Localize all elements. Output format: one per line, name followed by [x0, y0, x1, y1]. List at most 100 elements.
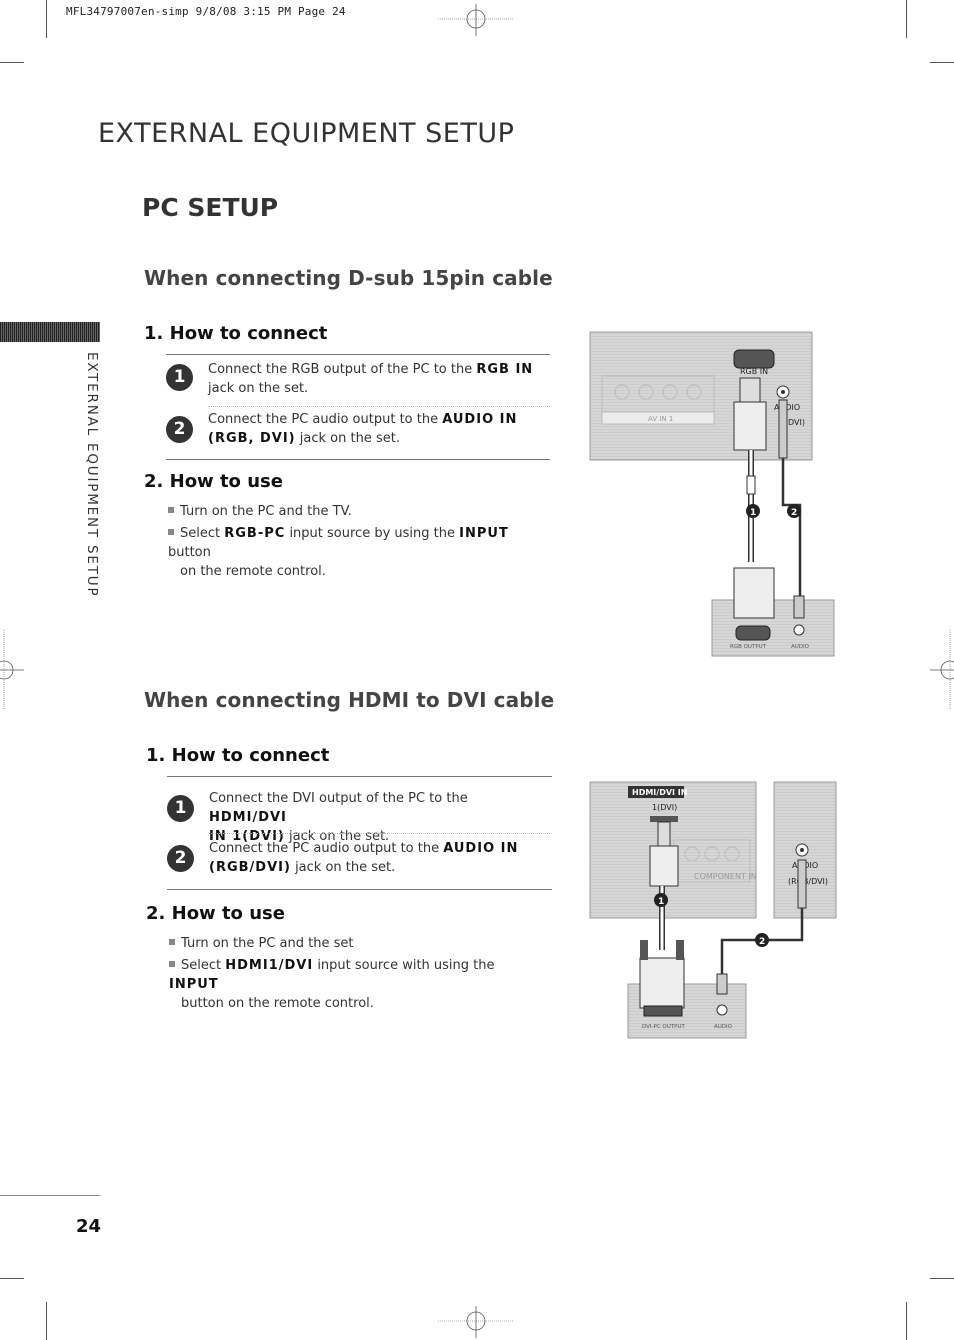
bullet-text: input source by using the: [285, 526, 460, 541]
hdmi-use-heading: 2. How to use: [146, 903, 285, 924]
step-text: jack on the set.: [208, 381, 309, 396]
hdmi-step-1: Connect the DVI output of the PC to the …: [209, 789, 549, 846]
divider: [166, 354, 550, 355]
divider: [167, 776, 552, 777]
rgb-in-port: [733, 349, 775, 369]
step-badge-2: 2: [166, 416, 193, 443]
dsub-plug-bottom: [733, 567, 775, 619]
crop-mark: [930, 62, 954, 63]
component-in-label: COMPONENT IN: [694, 872, 757, 881]
hdmi-dvi-in-tag: [628, 786, 684, 798]
step-text: jack on the set.: [299, 431, 400, 446]
registration-mark-right: [930, 630, 954, 710]
step-badge-1: 1: [166, 364, 193, 391]
bullet-text: on the remote control.: [180, 564, 326, 579]
bullet-bold: HDMI1/DVI: [225, 958, 314, 973]
badge-number: 1: [750, 508, 756, 518]
rgb-in-label: RGB IN: [740, 367, 768, 376]
page-number: 24: [76, 1216, 102, 1237]
hdmi-connect-heading: 1. How to connect: [146, 745, 330, 766]
step-text: jack on the set.: [295, 860, 396, 875]
step-text: jack on the set.: [289, 829, 390, 844]
divider: [166, 459, 550, 460]
dvi-pc-output-label: DVI-PC OUTPUT: [642, 1024, 685, 1030]
bullet-square: [169, 961, 175, 967]
crop-mark: [46, 1302, 47, 1340]
dsub-use-heading: 2. How to use: [144, 471, 283, 492]
rgb-dvi-label: (RGB/DVI): [788, 877, 828, 886]
dvi-label: DVI): [788, 418, 805, 427]
av-in-label: AV IN 1: [648, 415, 673, 423]
print-slug: MFL34797007en-simp 9/8/08 3:15 PM Page 2…: [66, 5, 346, 18]
step-text: Connect the PC audio output to the: [208, 412, 443, 427]
side-tab-label: EXTERNAL EQUIPMENT SETUP: [84, 352, 100, 598]
bullet-text: button: [168, 545, 211, 560]
bullet-bold: RGB-PC: [224, 526, 286, 541]
dsub-badge-1: [746, 504, 760, 518]
hdmi-use-item-2: Select HDMI1/DVI input source with using…: [169, 956, 539, 1013]
crop-mark: [906, 1302, 907, 1340]
step-text: Connect the RGB output of the PC to the: [208, 362, 477, 377]
step-bold: (RGB, DVI): [208, 431, 296, 446]
step-badge-2: 2: [167, 845, 194, 872]
badge-number: 2: [791, 508, 797, 518]
dsub-use-item-1: Turn on the PC and the TV.: [168, 502, 538, 521]
bullet-text: Select: [180, 526, 225, 541]
hdmi-plug: [649, 845, 679, 887]
step-badge-1: 1: [167, 795, 194, 822]
bullet-square: [168, 529, 174, 535]
hdmi-heading: When connecting HDMI to DVI cable: [144, 688, 555, 712]
badge-number: 2: [759, 937, 765, 947]
divider: [209, 833, 552, 834]
crop-mark: [906, 0, 907, 38]
side-tab: EXTERNAL EQUIPMENT SETUP: [84, 352, 100, 597]
step-bold: AUDIO IN: [443, 841, 519, 856]
bullet-text: Turn on the PC and the set: [181, 936, 354, 951]
rgb-output-label: RGB OUTPUT: [730, 644, 767, 650]
dsub-connect-heading: 1. How to connect: [144, 323, 328, 344]
step-bold: (RGB/DVI): [209, 860, 291, 875]
dsub-badge-2: [787, 504, 801, 518]
dsub-step-1: Connect the RGB output of the PC to the …: [208, 360, 548, 398]
dvi-plug: [639, 957, 685, 1009]
divider: [167, 889, 552, 890]
hdmi-connection-diagram: HDMI/DVI IN 1(DVI) COMPONENT IN 1 AUDIO …: [589, 781, 837, 1039]
section-title: PC SETUP: [142, 193, 279, 222]
dsub-heading: When connecting D-sub 15pin cable: [144, 266, 553, 290]
bullet-text: input source with using the: [313, 958, 495, 973]
crop-mark: [930, 1278, 954, 1279]
hdmi-badge-1: [654, 893, 668, 907]
side-tab-bar: [0, 322, 100, 342]
registration-mark-top: [438, 4, 514, 36]
hdmi-badge-2: [755, 933, 769, 947]
tv-panel: [589, 331, 813, 461]
dsub-connection-diagram: AV IN 1 RGB IN 1 AUDIO DVI) 2 RGB OUTPUT…: [589, 331, 835, 657]
hdmi-dvi-in-label: HDMI/DVI IN: [632, 788, 687, 797]
dsub-step-2: Connect the PC audio output to the AUDIO…: [208, 410, 548, 448]
step-bold: IN 1(DVI): [209, 829, 285, 844]
crop-mark: [0, 1278, 24, 1279]
pc-audio-label: AUDIO: [791, 644, 810, 650]
step-text: Connect the PC audio output to the: [209, 841, 444, 856]
dsub-use-item-2: Select RGB-PC input source by using the …: [168, 524, 538, 581]
bullet-text: Turn on the PC and the TV.: [180, 504, 352, 519]
step-text: Connect the DVI output of the PC to the: [209, 791, 468, 806]
registration-mark-left: [0, 630, 24, 710]
bullet-text: Select: [181, 958, 226, 973]
hdmi-use-item-1: Turn on the PC and the set: [169, 934, 539, 953]
bullet-bold: INPUT: [169, 977, 219, 992]
pc-audio-label: AUDIO: [714, 1024, 733, 1030]
step-bold: AUDIO IN: [442, 412, 518, 427]
footer-rule: [0, 1195, 100, 1196]
dsub-plug-top: [733, 401, 767, 451]
badge-number: 1: [658, 897, 664, 907]
page-title: EXTERNAL EQUIPMENT SETUP: [98, 118, 515, 149]
divider: [208, 406, 550, 407]
bullet-square: [168, 507, 174, 513]
one-dvi-label: 1(DVI): [652, 803, 677, 812]
hdmi-step-2: Connect the PC audio output to the AUDIO…: [209, 839, 554, 877]
crop-mark: [0, 62, 24, 63]
step-bold: RGB IN: [476, 362, 534, 377]
bullet-square: [169, 939, 175, 945]
registration-mark-bottom: [438, 1306, 514, 1338]
